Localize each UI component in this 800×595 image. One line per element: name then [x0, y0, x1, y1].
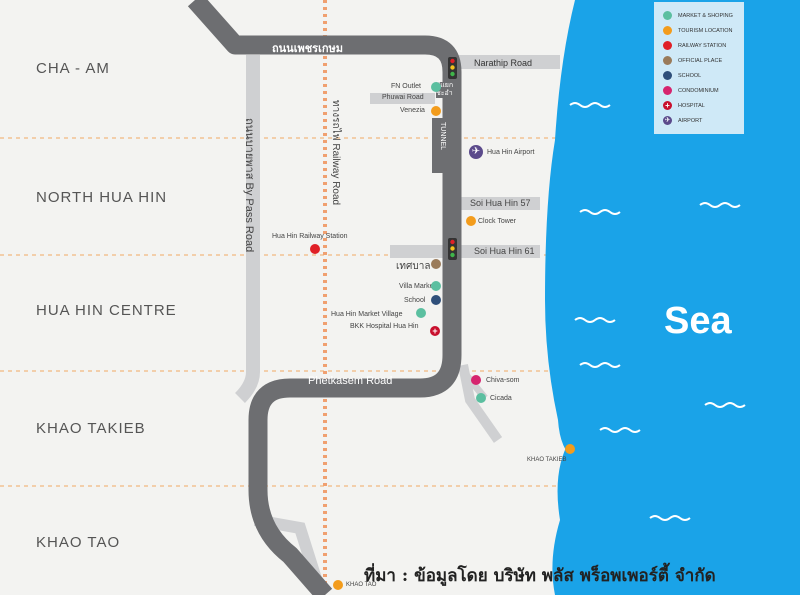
- road-label-soi-61: Soi Hua Hin 61: [474, 246, 535, 256]
- legend-item-hospital: +HOSPITAL: [663, 101, 705, 110]
- place-label-venezia: Venezia: [400, 107, 425, 114]
- map-legend: MARKET & SHOPING TOURISM LOCATION RAILWA…: [654, 2, 744, 134]
- circle-icon: [663, 56, 672, 65]
- market-marker: [476, 393, 486, 403]
- road-label-bypass: ถนนบายพาส By Pass Road: [243, 118, 255, 253]
- tourism-marker: [333, 580, 343, 590]
- place-label-fn-outlet: FN Outlet: [391, 83, 421, 90]
- zone-label-north-hua-hin: NORTH HUA HIN: [36, 189, 168, 206]
- road-label-soi-57: Soi Hua Hin 57: [470, 198, 531, 208]
- condominium-marker: [471, 375, 481, 385]
- place-label-railway-station: Hua Hin Railway Station: [272, 233, 348, 240]
- place-label-municipality: เทศบาล: [396, 261, 431, 272]
- traffic-light-icon: [448, 238, 457, 260]
- zone-label-hua-hin-centre: HUA HIN CENTRE: [36, 302, 177, 319]
- place-label-school: School: [404, 297, 426, 304]
- railway-station-marker: [310, 244, 320, 254]
- legend-item-tourism: TOURISM LOCATION: [663, 26, 733, 35]
- circle-icon: [663, 86, 672, 95]
- road-label-railway: ทางรถไฟ Railway Road: [330, 100, 341, 206]
- road-label-phetkasem: Phetkasem Road: [308, 375, 393, 387]
- place-label-market-village: Hua Hin Market Village: [331, 311, 403, 318]
- zone-label-khao-takieb: KHAO TAKIEB: [36, 420, 146, 437]
- hospital-cross-icon: +: [663, 101, 672, 110]
- official-place-marker: [431, 259, 441, 269]
- legend-item-market: MARKET & SHOPING: [663, 11, 733, 20]
- place-label-villa-market: Villa Market: [399, 283, 436, 290]
- narathip-road: [455, 55, 560, 69]
- traffic-light-icon: [448, 57, 457, 79]
- place-label-clock-tower: Clock Tower: [478, 218, 516, 225]
- sea-area: [545, 0, 800, 595]
- market-marker: [416, 308, 426, 318]
- hospital-cross-icon: +: [430, 321, 440, 339]
- tourism-marker: [431, 106, 441, 116]
- place-label-airport: Hua Hin Airport: [487, 149, 535, 156]
- circle-icon: [663, 71, 672, 80]
- sea-label: Sea: [664, 300, 732, 342]
- legend-item-airport: ✈AIRPORT: [663, 116, 703, 125]
- school-marker: [431, 295, 441, 305]
- place-label-cicada: Cicada: [490, 395, 512, 402]
- phetkasem-road: [187, 0, 462, 595]
- place-label-chiva-som: Chiva-som: [486, 377, 520, 384]
- road-label-tunnel: TUNNEL: [439, 122, 446, 151]
- circle-icon: [663, 41, 672, 50]
- airplane-icon: ✈: [663, 116, 672, 125]
- zone-label-cha-am: CHA - AM: [36, 60, 110, 77]
- legend-item-railway-station: RAILWAY STATION: [663, 41, 726, 50]
- road-label-phetkasem-thai: ถนนเพชรเกษม: [272, 43, 344, 55]
- place-label-khao-takieb: KHAO TAKIEB: [527, 457, 567, 463]
- airplane-icon: ✈: [469, 145, 483, 159]
- source-credit: ที่มา : ข้อมูลโดย บริษัท พลัส พร็อพเพอร์…: [364, 566, 716, 586]
- tourism-marker: [466, 216, 476, 226]
- legend-item-official-place: OFFICIAL PLACE: [663, 56, 722, 65]
- place-label-bkk-hospital: BKK Hospital Hua Hin: [350, 323, 419, 330]
- place-label-khao-tao: KHAO TAO: [346, 582, 377, 588]
- market-marker: [431, 82, 441, 92]
- road-label-narathip: Narathip Road: [474, 58, 533, 68]
- tourism-marker: [565, 444, 575, 454]
- legend-item-school: SCHOOL: [663, 71, 701, 80]
- circle-icon: [663, 26, 672, 35]
- bypass-road: [234, 55, 260, 403]
- road-label-phuwai: Phuwai Road: [382, 94, 424, 101]
- circle-icon: [663, 11, 672, 20]
- legend-item-condominium: CONDOMINIUM: [663, 86, 719, 95]
- market-marker: [431, 281, 441, 291]
- zone-label-khao-tao: KHAO TAO: [36, 534, 121, 551]
